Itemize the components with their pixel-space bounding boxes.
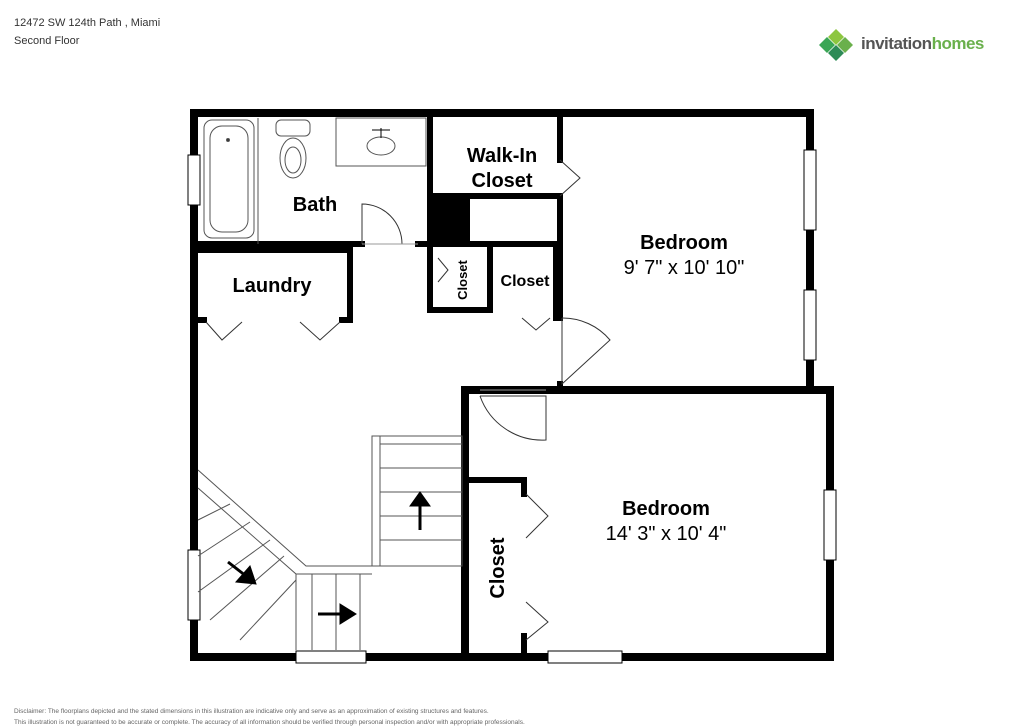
window: [187, 154, 201, 206]
doors: [205, 159, 611, 641]
room-label-closet-vertical: Closet: [455, 259, 470, 299]
sink: [366, 136, 396, 156]
window: [295, 650, 367, 664]
door-bath: [361, 203, 403, 245]
room-label-closet-small: Closet: [501, 273, 551, 290]
window: [547, 650, 623, 664]
diamond-logo-icon: [819, 29, 853, 61]
stair-arrows: [227, 491, 431, 625]
bath-fixtures: [203, 117, 427, 244]
toilet-tank: [275, 119, 311, 137]
room-label-closet-bedroom2: Closet: [487, 537, 509, 598]
wall-block: [430, 198, 470, 246]
property-address: 12472 SW 124th Path , Miami: [14, 17, 161, 29]
bathtub-inner: [209, 125, 249, 233]
toilet-bowl: [279, 137, 307, 179]
room-label-bedroom1: Bedroom: [640, 232, 728, 254]
brand-logo[interactable]: invitationhomes: [818, 28, 1008, 62]
room-label-walk-in-line2: Closet: [471, 170, 532, 192]
room-dims-bedroom2: 14' 3" x 10' 4": [606, 523, 727, 545]
vanity: [335, 117, 427, 167]
window: [187, 549, 201, 621]
brand-name-part1: invitation: [861, 34, 932, 53]
floor-label: Second Floor: [14, 35, 80, 47]
window: [803, 149, 817, 231]
window: [803, 289, 817, 361]
brand-name-part2: homes: [931, 34, 985, 53]
room-label-walk-in-line1: Walk-In: [467, 145, 537, 167]
window: [823, 489, 837, 561]
windows: [187, 149, 837, 664]
stairs: [197, 435, 463, 650]
disclaimer-line2: This illustration is not guaranteed to b…: [14, 719, 525, 726]
room-label-bath: Bath: [293, 194, 337, 216]
disclaimer-line1: Disclaimer: The floorplans depicted and …: [14, 708, 489, 715]
room-label-bedroom2: Bedroom: [622, 498, 710, 520]
room-label-laundry: Laundry: [233, 275, 313, 297]
room-dims-bedroom1: 9' 7" x 10' 10": [624, 257, 745, 279]
brand-wordmark: invitationhomes: [861, 34, 984, 54]
bathtub: [203, 119, 255, 239]
